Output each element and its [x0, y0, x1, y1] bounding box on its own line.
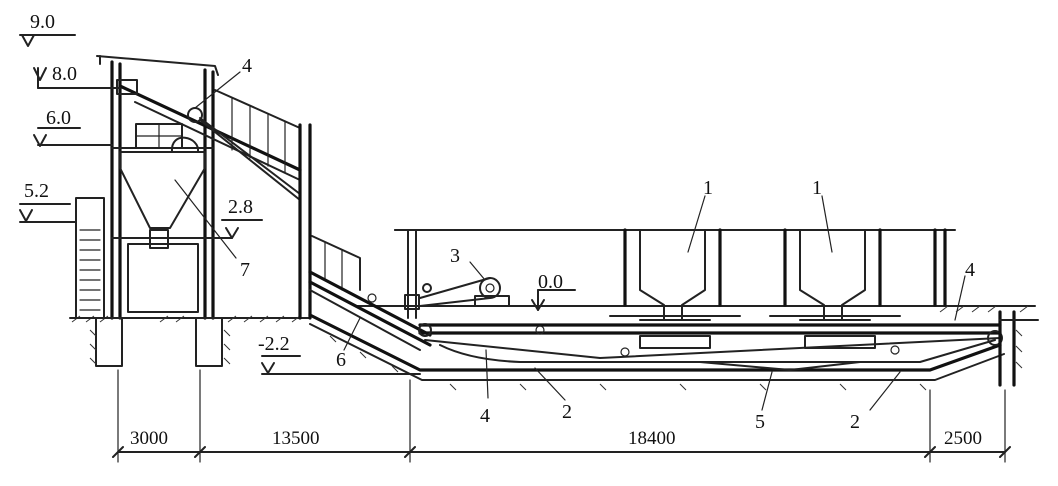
callout-2-left: 2: [562, 401, 572, 423]
elevation-label-2-8: 2.8: [228, 196, 253, 218]
elevation-label-minus-2-2: -2.2: [258, 333, 290, 355]
elevation-0-0: 0.0: [531, 271, 576, 311]
dimension-3000: 3000: [130, 428, 168, 449]
elevation-label-9-0: 9.0: [30, 11, 55, 33]
hopper-7: [119, 123, 206, 249]
elevation-minus-2-2: -2.2: [258, 333, 421, 375]
elevation-label-8-0: 8.0: [52, 63, 77, 85]
dimension-line: [112, 369, 1011, 463]
callout-5: 5: [755, 411, 765, 433]
elevation-label-0-0: 0.0: [538, 271, 563, 293]
elevation-8-0: 8.0: [33, 63, 121, 89]
callout-4-top: 4: [242, 55, 252, 77]
ground-line: [69, 305, 1036, 323]
drive-unit-3: [394, 229, 510, 319]
horizontal-conveyor: [367, 293, 1003, 363]
dimension-2500: 2500: [944, 428, 982, 449]
callout-1-right-bin: 1: [812, 177, 822, 199]
gallery-wall: [298, 123, 312, 320]
callout-1-left-bin: 1: [703, 177, 713, 199]
elevation-5-2: 5.2: [19, 180, 77, 223]
elevation-9-0: 9.0: [19, 11, 76, 47]
elevation-6-0: 6.0: [33, 107, 113, 147]
callout-6: 6: [336, 349, 346, 371]
elevation-label-5-2: 5.2: [24, 180, 49, 202]
callout-3: 3: [450, 245, 460, 267]
inclined-conveyor-upper: [116, 79, 302, 201]
elevation-label-6-0: 6.0: [46, 107, 71, 129]
callout-4-right: 4: [965, 259, 975, 281]
storage-bin-frames: [394, 228, 956, 371]
callout-leaders: [174, 71, 966, 411]
callout-2-right: 2: [850, 411, 860, 433]
dimension-18400: 18400: [628, 428, 676, 449]
callout-7: 7: [240, 259, 250, 281]
tower-building: [75, 55, 231, 367]
dimension-13500: 13500: [272, 428, 320, 449]
right-end-wall: [998, 310, 1039, 387]
callout-4-bottom: 4: [480, 405, 490, 427]
inclined-conveyor-lower: [308, 235, 1005, 391]
